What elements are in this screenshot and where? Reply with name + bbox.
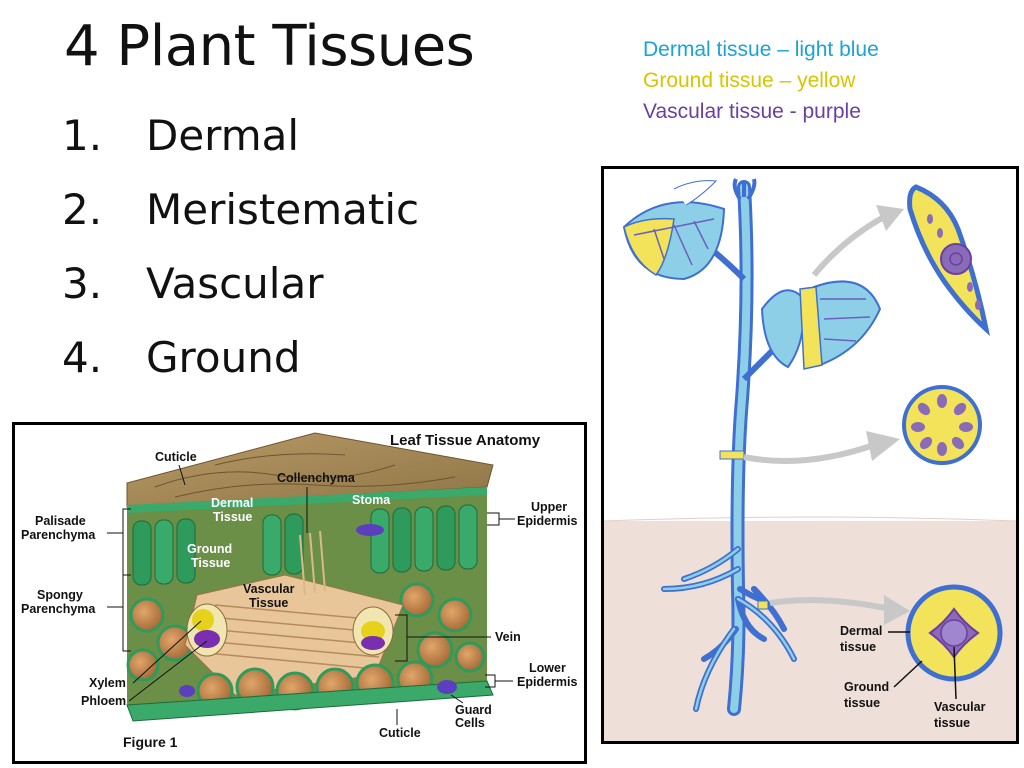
arrow-to-leaf-section bbox=[811, 205, 904, 277]
label-dermal-tissue-2: tissue bbox=[840, 640, 876, 654]
arrow-to-stem-section bbox=[743, 431, 900, 464]
label-guard-2: Cells bbox=[455, 716, 485, 730]
spongy-cells bbox=[126, 582, 486, 682]
label-ground-tissue-2: tissue bbox=[844, 696, 880, 710]
label-vascular-tissue-1: Vascular bbox=[934, 700, 986, 714]
list-number: 4. bbox=[62, 332, 103, 382]
plant-tissue-figure: Dermal tissue Ground tissue Vascular tis… bbox=[601, 166, 1019, 744]
list-number: 1. bbox=[62, 110, 103, 160]
legend-ground: Ground tissue – yellow bbox=[643, 69, 856, 92]
label-ground-tissue-1: Ground bbox=[844, 680, 889, 694]
list-item: 3. Vascular bbox=[62, 246, 419, 320]
slide-title: 4 Plant Tissues bbox=[64, 14, 475, 79]
guard-cells-marker bbox=[437, 680, 457, 694]
color-legend: Dermal tissue – light blue Ground tissue… bbox=[643, 34, 879, 127]
right-leaf-left-half bbox=[760, 289, 805, 369]
label-phloem: Phloem bbox=[81, 694, 126, 708]
leaf-anatomy-figure: Leaf Tissue Anatomy Figure 1 Cuticle Col… bbox=[12, 422, 587, 764]
legend-vascular: Vascular tissue - purple bbox=[643, 100, 861, 123]
plant-tissue-illustration: Dermal tissue Ground tissue Vascular tis… bbox=[604, 178, 1016, 741]
label-dermal-2: Tissue bbox=[213, 510, 252, 524]
palisade-cells bbox=[132, 504, 478, 586]
label-collenchyma: Collenchyma bbox=[277, 471, 356, 485]
list-label: Meristematic bbox=[146, 184, 420, 234]
legend-dermal: Dermal tissue – light blue bbox=[643, 38, 879, 61]
label-stoma: Stoma bbox=[352, 493, 391, 507]
label-vein: Vein bbox=[495, 630, 521, 644]
label-palisade-1: Palisade bbox=[35, 514, 86, 528]
label-xylem: Xylem bbox=[89, 676, 126, 690]
label-cuticle-bottom: Cuticle bbox=[379, 726, 421, 740]
label-ground-1: Ground bbox=[187, 542, 232, 556]
list-label: Dermal bbox=[146, 110, 300, 160]
label-vascular-1: Vascular bbox=[243, 582, 295, 596]
label-dermal-1: Dermal bbox=[211, 496, 253, 510]
label-lower-epidermis-2: Epidermis bbox=[517, 675, 577, 689]
label-dermal-tissue-1: Dermal bbox=[840, 624, 882, 638]
arrow-to-root-section bbox=[769, 595, 910, 625]
label-cuticle-top: Cuticle bbox=[155, 450, 197, 464]
lower-epidermis-band bbox=[126, 680, 494, 722]
leaf-figure-title: Leaf Tissue Anatomy bbox=[390, 432, 541, 449]
label-spongy-2: Parenchyma bbox=[21, 602, 96, 616]
list-item: 2. Meristematic bbox=[62, 172, 419, 246]
right-leaf-right-half bbox=[812, 280, 882, 367]
leaf-anatomy-illustration: Leaf Tissue Anatomy Figure 1 Cuticle Col… bbox=[21, 432, 577, 750]
label-vascular-2: Tissue bbox=[249, 596, 288, 610]
label-upper-epidermis-1: Upper bbox=[531, 500, 567, 514]
label-upper-epidermis-2: Epidermis bbox=[517, 514, 577, 528]
label-vascular-tissue-2: tissue bbox=[934, 716, 970, 730]
list-number: 3. bbox=[62, 258, 103, 308]
label-palisade-2: Parenchyma bbox=[21, 528, 96, 542]
leaf-figure-caption: Figure 1 bbox=[123, 734, 178, 750]
label-spongy-1: Spongy bbox=[37, 588, 83, 602]
list-label: Vascular bbox=[146, 258, 324, 308]
stoma-marker bbox=[356, 524, 384, 536]
list-label: Ground bbox=[146, 332, 301, 382]
label-lower-epidermis-1: Lower bbox=[529, 661, 566, 675]
list-number: 2. bbox=[62, 184, 103, 234]
list-item: 1. Dermal bbox=[62, 98, 419, 172]
label-guard-1: Guard bbox=[455, 703, 492, 717]
label-ground-2: Tissue bbox=[191, 556, 230, 570]
list-item: 4. Ground bbox=[62, 320, 419, 394]
tissue-list: 1. Dermal 2. Meristematic 3. Vascular 4. Gro… bbox=[62, 98, 419, 394]
